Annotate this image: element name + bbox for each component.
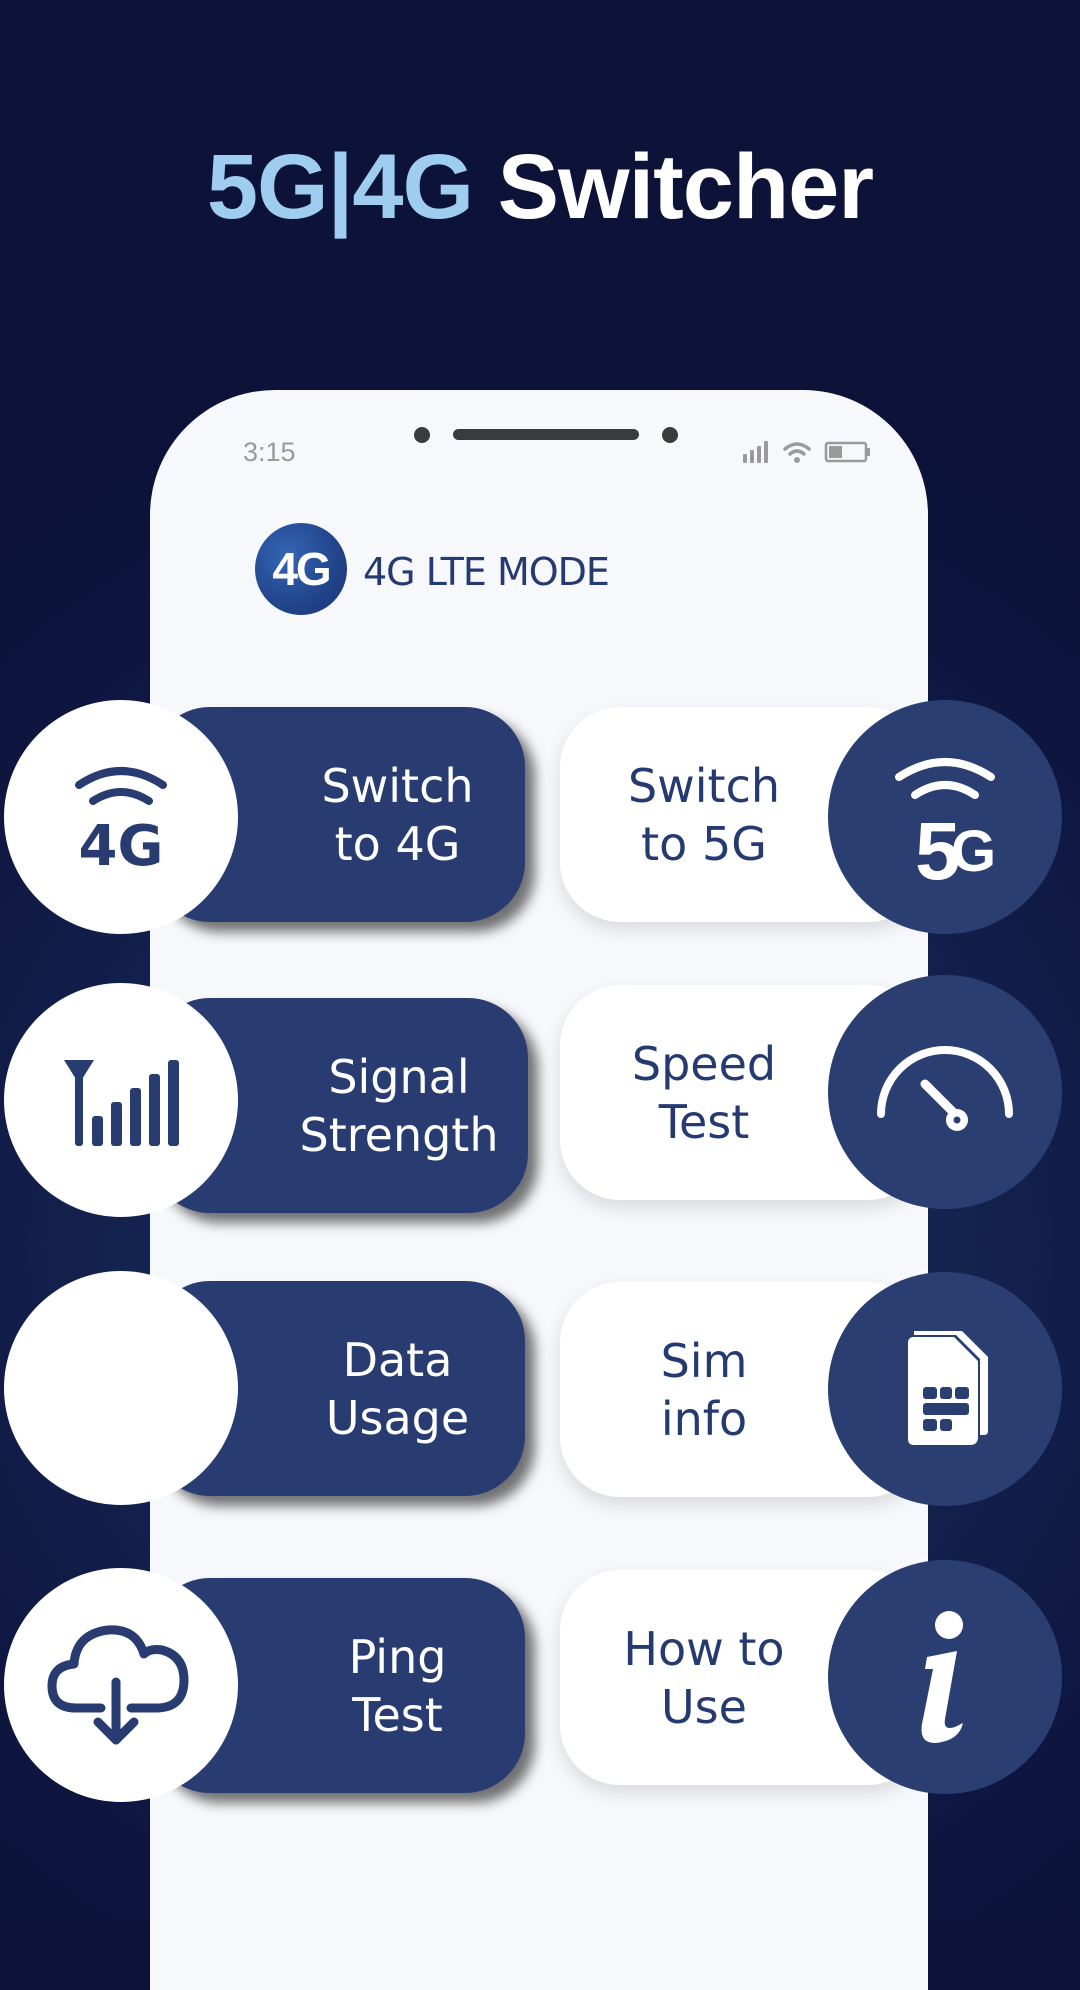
battery-icon [824, 441, 870, 463]
sim-card-icon [908, 1331, 988, 1445]
how-to-use-icon-circle[interactable] [828, 1560, 1062, 1794]
title-accent: 5G|4G [206, 136, 474, 238]
button-label-line2: Strength [299, 1107, 499, 1162]
button-label-line2: Test [352, 1687, 443, 1742]
5g-signal-icon: 5 G [895, 758, 996, 887]
button-label-line2: to 5G [641, 816, 767, 871]
button-label-line1: Speed [631, 1036, 777, 1091]
button-label-line1: Data [342, 1332, 453, 1387]
status-time: 3:15 [243, 437, 296, 467]
speedometer-icon [877, 1046, 1013, 1131]
cloud-download-icon [47, 1625, 189, 1745]
button-label-line1: Ping [348, 1629, 447, 1684]
ping-test-icon-circle[interactable] [4, 1568, 238, 1802]
svg-text:G: G [951, 819, 996, 884]
logo-text: 4G [272, 543, 331, 595]
button-label-line2: Usage [325, 1390, 470, 1445]
button-label-line1: Switch [627, 758, 781, 813]
button-label-line2: to 4G [334, 816, 461, 871]
signal-strength-icon-circle[interactable] [4, 983, 238, 1217]
button-label-line1: Switch [321, 758, 474, 813]
mode-label: 4G LTE MODE [363, 550, 610, 594]
app-logo-4g: 4G [255, 523, 347, 615]
switch-to-4g-icon-circle[interactable]: 4G [4, 700, 238, 934]
promo-title: 5G|4G Switcher [0, 135, 1080, 240]
notch-sensor-dot [662, 427, 678, 443]
button-label-line2: Use [661, 1679, 747, 1734]
button-label-line2: info [660, 1391, 748, 1446]
button-label-line1: Sim [660, 1333, 748, 1388]
signal-strength-icon [64, 1060, 179, 1146]
svg-text:5: 5 [915, 806, 961, 887]
svg-text:4G: 4G [79, 814, 164, 877]
cellular-signal-icon [743, 441, 768, 463]
sim-info-icon-circle[interactable] [828, 1272, 1062, 1506]
notch-camera-dot [414, 427, 430, 443]
status-icons [742, 440, 872, 464]
button-label-line1: How to [623, 1621, 785, 1676]
button-label-line2: Test [658, 1094, 750, 1149]
notch-speaker [453, 429, 639, 440]
data-usage-icon-circle[interactable] [4, 1271, 238, 1505]
button-label-line1: Signal [328, 1049, 470, 1104]
4g-signal-icon: 4G [75, 767, 167, 877]
info-icon [921, 1611, 963, 1743]
speed-test-icon-circle[interactable] [828, 975, 1062, 1209]
title-main: Switcher [497, 136, 874, 238]
wifi-icon [783, 442, 811, 463]
switch-to-5g-icon-circle[interactable]: 5 G [828, 700, 1062, 934]
